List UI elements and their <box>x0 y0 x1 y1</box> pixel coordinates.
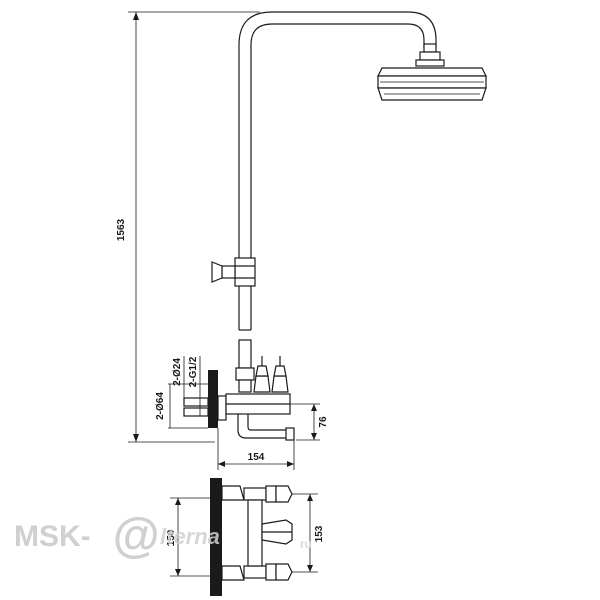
thread-label: 2-G1/2 <box>188 356 199 387</box>
lower-pipe <box>235 339 255 393</box>
watermark-tld: ru <box>300 537 312 551</box>
connection-dimensions: 2-Ø64 2-Ø24 2-G1/2 <box>155 356 208 429</box>
total-height-label: 1563 <box>116 218 127 241</box>
watermark: MSK- @ lterna ru <box>14 510 312 563</box>
spout-height-dimension: 76 <box>290 403 329 441</box>
center-distance-right-label: 153 <box>314 525 325 542</box>
spout-reach-label: 154 <box>248 452 265 463</box>
hot-handle-top <box>275 485 293 503</box>
spout-reach-dimension: 154 <box>217 428 295 470</box>
center-distance-right-dimension: 153 <box>292 493 325 573</box>
wall-plate-top <box>210 478 222 596</box>
outlet-diameter-label: 2-Ø64 <box>155 392 166 420</box>
center-distance-left-dimension: 150 <box>166 497 210 577</box>
pipe-holder <box>211 257 256 287</box>
spout-height-label: 76 <box>318 416 329 428</box>
cover-diameter-label: 2-Ø24 <box>172 358 183 386</box>
spout-side <box>237 414 291 439</box>
cold-handle-top <box>275 563 293 581</box>
watermark-at-symbol: @ <box>112 510 159 563</box>
hot-handle-side <box>253 375 271 393</box>
total-height-dimension: 1563 <box>116 11 260 443</box>
center-distance-left-label: 150 <box>166 529 177 546</box>
riser-pipe <box>238 11 437 331</box>
watermark-brand: MSK- <box>14 520 91 553</box>
watermark-suffix: lterna <box>160 524 220 549</box>
shower-head <box>377 43 487 101</box>
mixer-top-view <box>210 478 293 596</box>
cold-handle-side <box>271 375 289 393</box>
wall-plate-side <box>208 370 218 428</box>
